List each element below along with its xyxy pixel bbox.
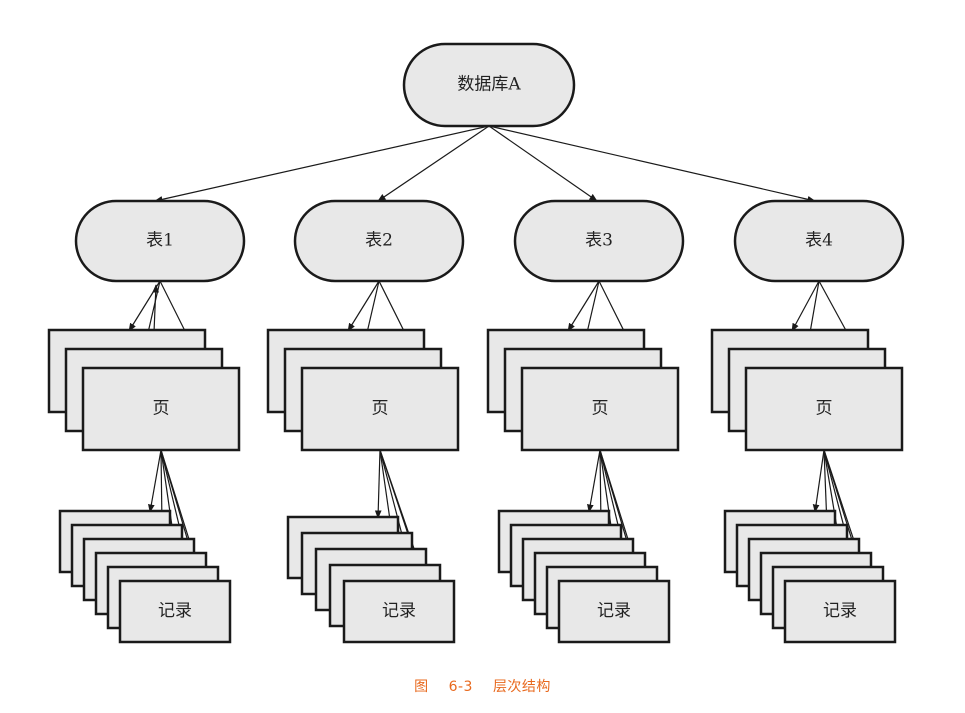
page-label: 页 [372,399,389,419]
caption-number: 6-3 [448,679,473,695]
page-to-record-arrow [587,449,601,513]
root-to-table-arrow [154,125,490,203]
caption-title: 层次结构 [492,679,551,695]
page-to-record-arrow [148,449,162,513]
page-label: 页 [592,399,609,419]
record-label: 记录 [382,601,416,621]
record-box [557,579,671,644]
record-box [118,579,232,644]
table-node [513,199,685,283]
page-box [300,366,460,452]
table-to-page-arrow [347,280,380,332]
record-box [342,579,456,644]
caption-figure: 图 [414,679,429,695]
root-to-table-arrow [488,125,598,202]
page-box [81,366,241,452]
table-node [293,199,465,283]
root-to-table-arrow [377,125,490,202]
page-box [520,366,680,452]
page-to-table-arrow [152,284,160,333]
record-label: 记录 [823,601,857,621]
record-label: 记录 [158,601,192,621]
table-to-page-arrow [567,280,600,332]
table-to-page-arrow [791,280,820,332]
page-box [744,366,904,452]
record-box [783,579,897,644]
page-label: 页 [816,399,833,419]
table-node [74,199,246,283]
root-node [402,42,576,128]
root-to-table-arrow [488,125,816,203]
table-label: 表3 [585,231,613,251]
table-label: 表1 [146,231,174,251]
table-label: 表4 [805,231,833,251]
root-label: 数据库A [457,75,521,95]
table-node [733,199,905,283]
page-to-record-arrow [374,449,382,519]
page-to-record-arrow [812,449,825,513]
record-label: 记录 [597,601,631,621]
page-label: 页 [153,399,170,419]
figure-caption: 图 6-3 层次结构 [0,676,965,696]
table-label: 表2 [365,231,393,251]
